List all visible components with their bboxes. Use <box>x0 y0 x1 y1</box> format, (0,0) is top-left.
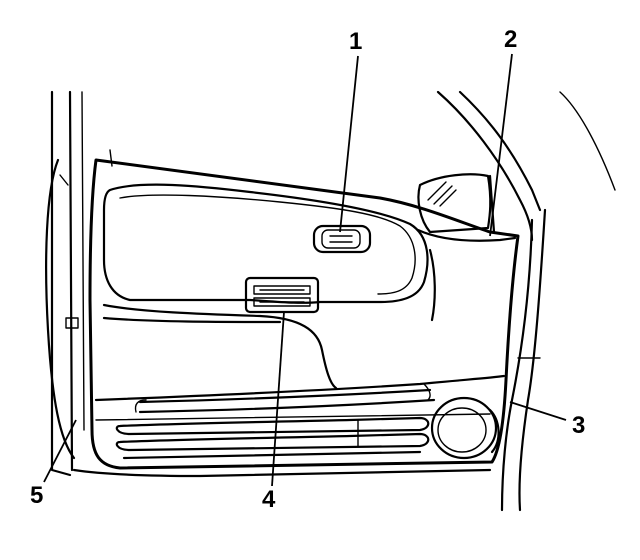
callout-leader-lines <box>43 53 567 487</box>
callout-3: 3 <box>572 412 586 439</box>
door-speaker <box>430 396 500 460</box>
door-frame-right <box>436 90 616 512</box>
leader-line-4 <box>271 311 285 487</box>
leader-line-2 <box>489 53 513 237</box>
leader-line-1 <box>339 55 359 233</box>
upper-trim-bolster <box>102 183 517 322</box>
leader-line-5 <box>43 419 77 483</box>
speaker-slats <box>115 416 430 460</box>
door-bottom-edge <box>72 468 492 478</box>
power-window-switch <box>312 224 372 254</box>
door-frame-left <box>45 90 85 477</box>
map-pocket <box>94 374 506 421</box>
door-trim-panel <box>88 149 520 470</box>
armrest-contour <box>65 303 338 390</box>
callout-5: 5 <box>30 482 44 509</box>
callout-1: 1 <box>349 28 363 55</box>
callout-4: 4 <box>262 486 276 513</box>
door-pull-handle <box>244 276 320 314</box>
side-mirror <box>417 173 496 234</box>
callout-2: 2 <box>504 26 518 53</box>
leader-line-3 <box>509 401 567 421</box>
